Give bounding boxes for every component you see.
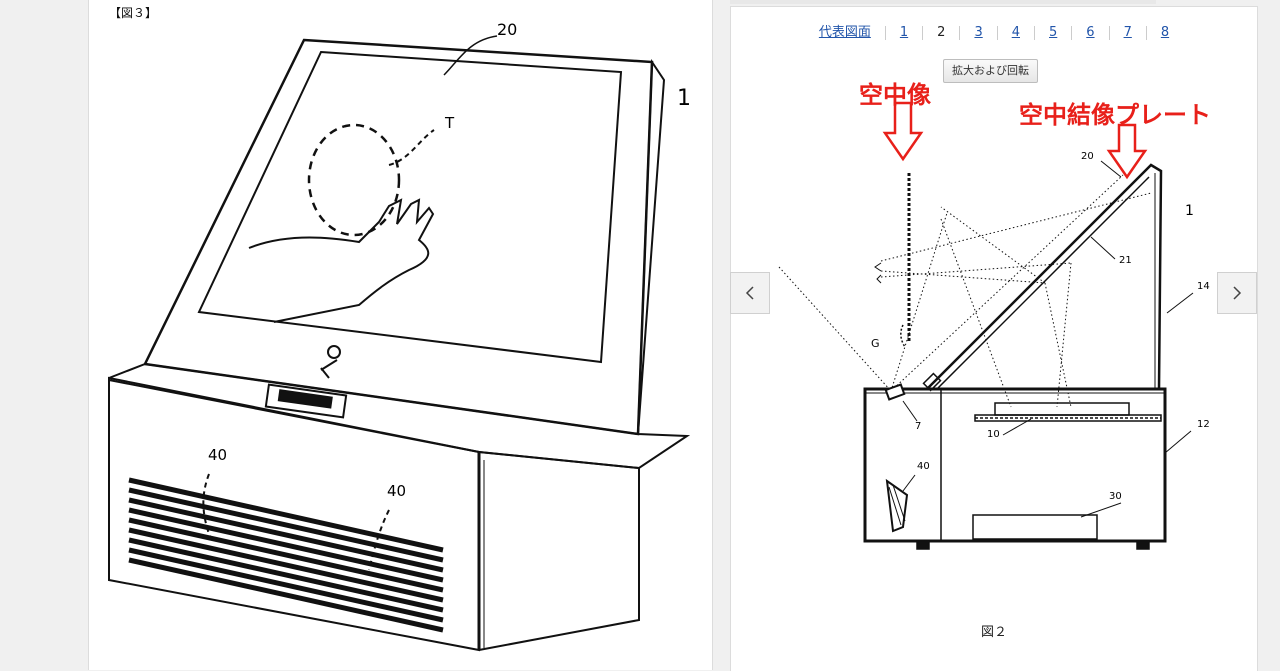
chevron-right-icon (1233, 286, 1242, 300)
label-lower-housing: 12 (1197, 419, 1210, 430)
nav-page-6[interactable]: 6 (1071, 26, 1108, 40)
chevron-left-icon (745, 286, 754, 300)
prev-figure-button[interactable] (730, 272, 770, 314)
label-plate: 20 (1081, 151, 1094, 162)
label-speaker-a: 40 (208, 446, 228, 464)
label-plate-surface: 21 (1119, 255, 1132, 266)
label-device: 1 (1185, 203, 1194, 219)
label-camera: 7 (915, 421, 922, 432)
label-image-g: G (871, 337, 880, 350)
figure-label: 図２ (981, 625, 1008, 640)
nav-page-5[interactable]: 5 (1034, 26, 1071, 40)
label-aerial-image: T (445, 114, 455, 132)
nav-page-3[interactable]: 3 (959, 26, 996, 40)
label-speaker: 40 (917, 461, 930, 472)
next-figure-button[interactable] (1217, 272, 1257, 314)
figure-caption: 【図３】 (109, 6, 158, 20)
label-upper-housing: 14 (1197, 281, 1210, 292)
label-display: 10 (987, 429, 1000, 440)
label-device: 1 (677, 86, 691, 111)
annotation-imaging-plate: 空中結像プレート (1019, 101, 1211, 129)
nav-page-2-current: 2 (922, 26, 959, 40)
left-figure-panel: 【図３】 (88, 0, 713, 670)
nav-page-1[interactable]: 1 (884, 26, 922, 40)
label-speaker-b: 40 (387, 482, 407, 500)
nav-representative[interactable]: 代表図面 (818, 25, 871, 40)
zoom-rotate-button[interactable]: 拡大および回転 (943, 59, 1038, 83)
page-navigation: 代表図面 1 2 3 4 5 6 7 8 (731, 23, 1257, 43)
nav-page-8[interactable]: 8 (1145, 26, 1183, 40)
nav-page-7[interactable]: 7 (1108, 26, 1146, 40)
label-unit: 30 (1109, 491, 1122, 502)
kiosk-drawing (108, 35, 691, 652)
nav-page-4[interactable]: 4 (996, 26, 1034, 40)
figure-viewer: 代表図面 1 2 3 4 5 6 7 8 拡大および回転 (730, 6, 1258, 671)
annotation-aerial-image: 空中像 (859, 81, 931, 109)
top-divider (730, 0, 1156, 4)
cross-section-drawing (778, 101, 1194, 550)
label-screen: 20 (497, 20, 518, 39)
